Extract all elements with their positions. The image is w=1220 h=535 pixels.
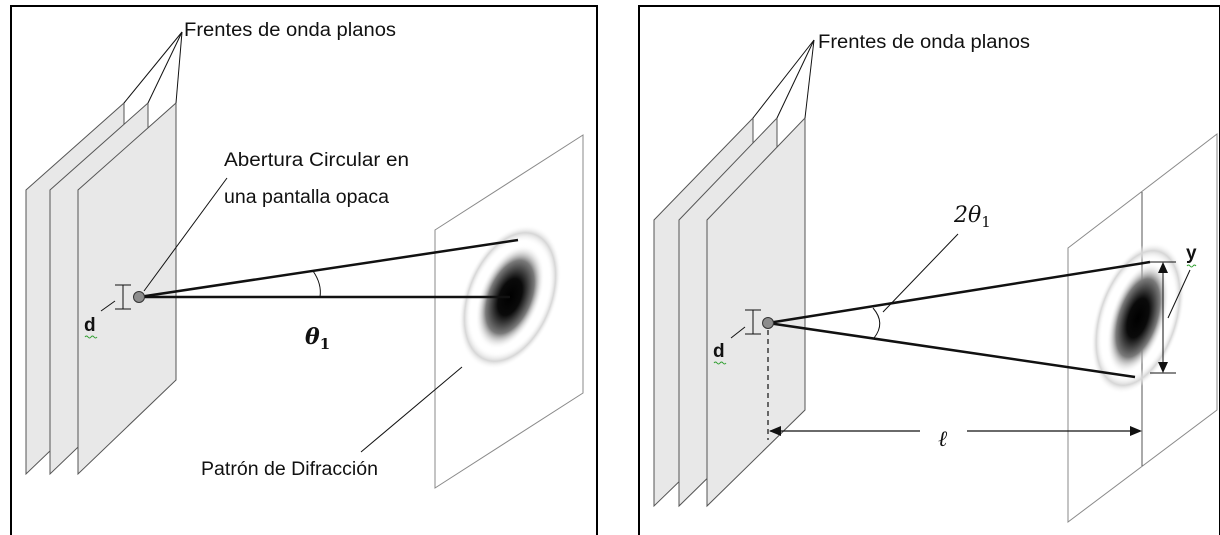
theta-label: θ1 xyxy=(305,324,330,353)
aperture-label-line2: una pantalla opaca xyxy=(224,187,389,208)
l-arrow-left xyxy=(769,426,781,436)
wavefront-label: Frentes de onda planos xyxy=(184,20,396,41)
aperture xyxy=(133,291,145,303)
y-leader xyxy=(1167,269,1191,319)
diffraction-spot xyxy=(1106,262,1170,374)
wavefront-plane-3 xyxy=(77,101,177,476)
aperture-leader xyxy=(143,177,228,292)
wavefront-plane-3 xyxy=(706,116,806,508)
wavefront-leader-2 xyxy=(776,39,815,119)
aperture xyxy=(762,317,774,329)
d-leader xyxy=(100,300,116,312)
y-arrow-bottom xyxy=(1158,362,1168,373)
two-theta-label: 2θ1 xyxy=(953,203,991,231)
aperture-label-line1: Abertura Circular en xyxy=(224,150,409,171)
pattern-label: Patrón de Difracción xyxy=(201,459,378,480)
angle-arc xyxy=(312,270,321,298)
ray-lower xyxy=(767,321,1136,379)
angle-arc xyxy=(872,307,881,339)
d-spellcheck-underline xyxy=(713,361,727,365)
wavefront-leader-3 xyxy=(804,39,815,119)
right-panel: d Frentes de onda planos 2θ1 y ℓ xyxy=(638,5,1220,535)
y-label: y xyxy=(1186,243,1197,264)
pattern-leader xyxy=(360,366,463,453)
d-leader xyxy=(730,326,746,339)
ray-upper xyxy=(767,260,1151,325)
two-theta-leader xyxy=(882,233,959,313)
l-label: ℓ xyxy=(938,427,948,452)
wavefront-leader-2 xyxy=(147,31,183,104)
left-panel: d Frentes de onda planos Abertura Circul… xyxy=(10,5,598,535)
ray-upper xyxy=(138,238,519,299)
wavefront-leader-3 xyxy=(175,31,183,104)
wavefront-leader-1 xyxy=(752,39,815,119)
d-spellcheck-underline xyxy=(84,335,98,339)
d-label: d xyxy=(713,341,725,362)
l-arrow-right xyxy=(1130,426,1142,436)
y-arrow-top xyxy=(1158,262,1168,273)
wavefront-leader-1 xyxy=(123,31,183,104)
y-spellcheck-underline xyxy=(1186,264,1197,268)
wavefront-label: Frentes de onda planos xyxy=(818,32,1030,53)
d-label: d xyxy=(84,315,96,336)
